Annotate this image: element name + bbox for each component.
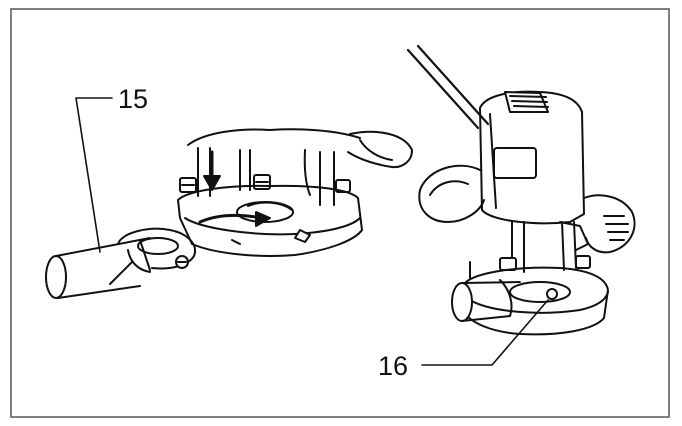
dust-nozzle-15 bbox=[45, 227, 196, 299]
panel-frame bbox=[10, 8, 670, 418]
router-base-closeup bbox=[177, 128, 413, 257]
callout-15: 15 bbox=[118, 84, 148, 114]
router-assembled bbox=[406, 44, 636, 336]
leader-line-15 bbox=[75, 97, 113, 253]
leader-line-16 bbox=[421, 299, 549, 366]
callout-16: 16 bbox=[378, 351, 408, 381]
